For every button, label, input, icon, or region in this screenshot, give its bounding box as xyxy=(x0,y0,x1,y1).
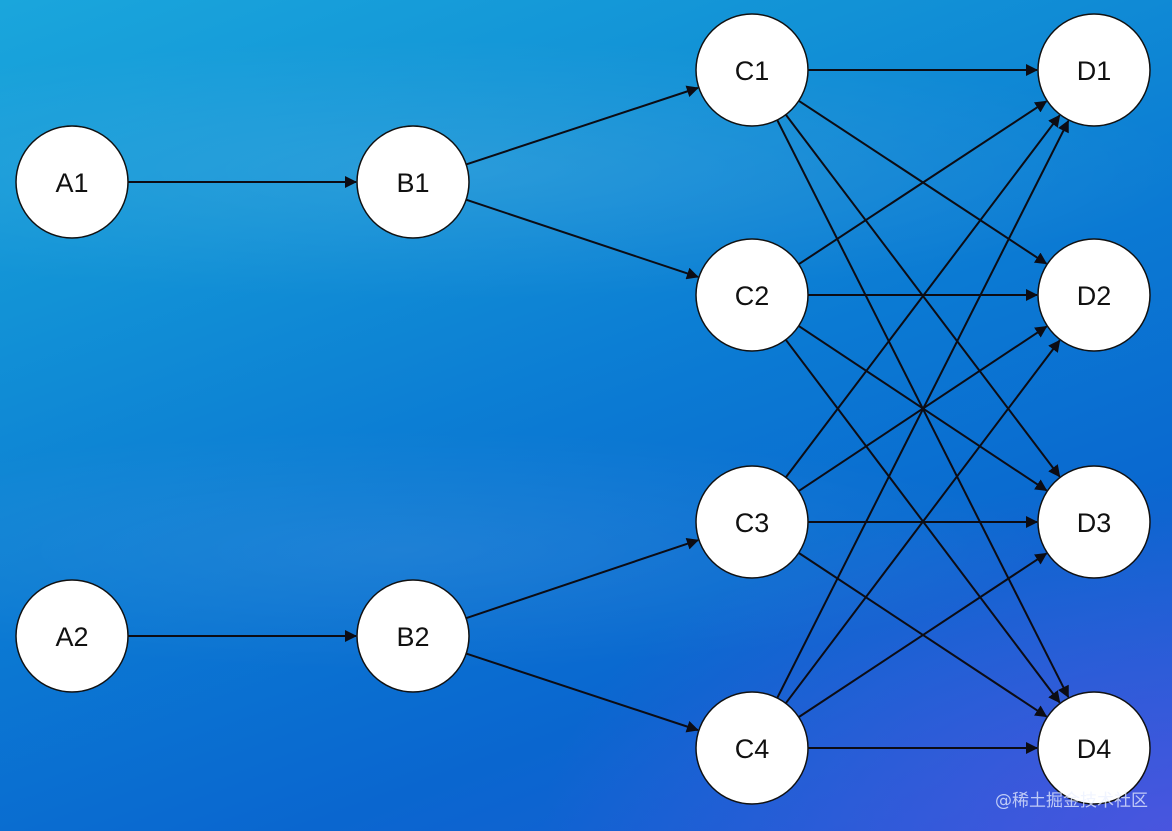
node-d2: D2 xyxy=(1037,238,1151,352)
node-b1: B1 xyxy=(356,125,470,239)
node-label: A2 xyxy=(55,622,88,652)
node-a2: A2 xyxy=(15,579,129,693)
node-b2: B2 xyxy=(356,579,470,693)
node-circle xyxy=(1037,238,1151,352)
watermark-text: @稀土掘金技术社区 xyxy=(995,791,1148,811)
edge-c4-d1 xyxy=(776,119,1070,699)
node-circle xyxy=(356,579,470,693)
edge-b1-c2 xyxy=(465,198,699,280)
edge-c2-d1 xyxy=(798,100,1048,266)
node-label: C2 xyxy=(735,281,770,311)
node-d3: D3 xyxy=(1037,465,1151,579)
node-circle xyxy=(695,13,809,127)
node-label: B2 xyxy=(396,622,429,652)
node-label: C1 xyxy=(735,56,770,86)
node-circle xyxy=(15,125,129,239)
edge-c3-d1 xyxy=(784,114,1061,478)
node-circle xyxy=(356,125,470,239)
edge-b2-c3 xyxy=(465,537,699,620)
node-label: D3 xyxy=(1077,508,1112,538)
node-label: C4 xyxy=(735,734,770,764)
node-label: D2 xyxy=(1077,281,1112,311)
edge-b1-c1 xyxy=(465,85,699,166)
node-d4: D4 xyxy=(1037,691,1151,805)
node-c4: C4 xyxy=(695,691,809,805)
edges-layer xyxy=(128,64,1070,754)
node-label: A1 xyxy=(55,168,88,198)
node-c1: C1 xyxy=(695,13,809,127)
node-d1: D1 xyxy=(1037,13,1151,127)
node-circle xyxy=(1037,465,1151,579)
edge-c4-d3 xyxy=(798,552,1048,718)
node-label: C3 xyxy=(735,508,770,538)
node-circle xyxy=(695,238,809,352)
node-label: D4 xyxy=(1077,734,1112,764)
node-circle xyxy=(15,579,129,693)
edge-c4-d2 xyxy=(784,339,1061,704)
edge-b2-c4 xyxy=(465,652,699,733)
node-c3: C3 xyxy=(695,465,809,579)
node-label: D1 xyxy=(1077,56,1112,86)
node-circle xyxy=(695,465,809,579)
node-a1: A1 xyxy=(15,125,129,239)
node-label: B1 xyxy=(396,168,429,198)
node-c2: C2 xyxy=(695,238,809,352)
node-circle xyxy=(695,691,809,805)
node-circle xyxy=(1037,691,1151,805)
node-circle xyxy=(1037,13,1151,127)
